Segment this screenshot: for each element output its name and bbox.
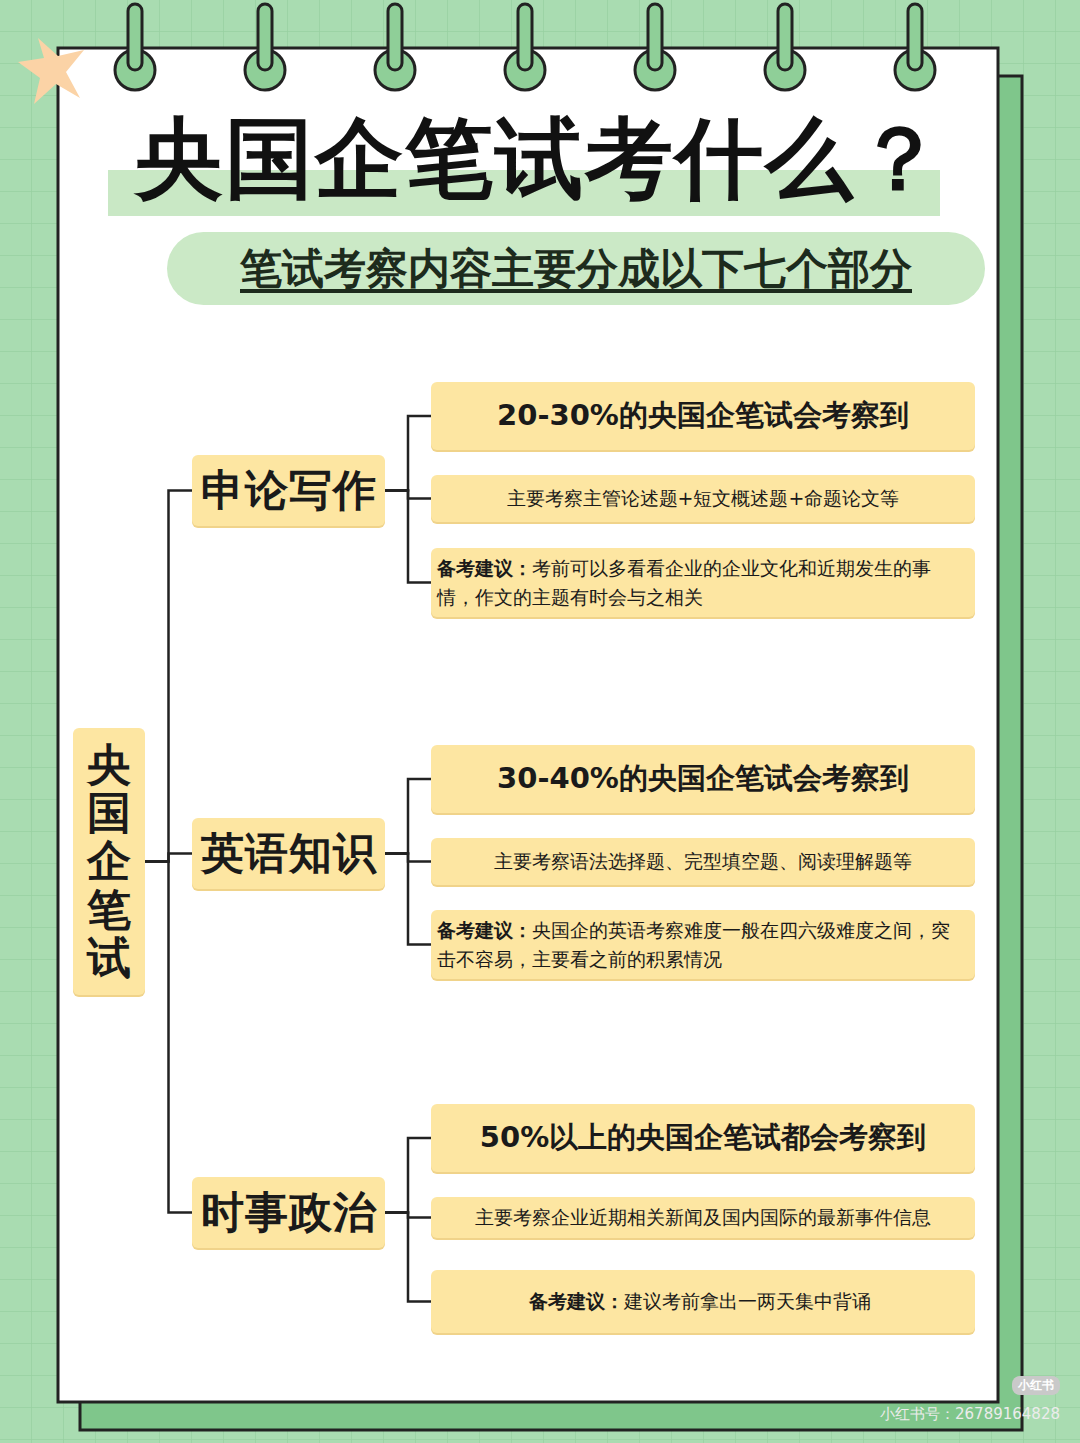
bracket-connector xyxy=(145,854,192,862)
advice-text: 备考建议：考前可以多看看企业的企业文化和近期发生的事情，作文的主题有时会与之相关 xyxy=(437,554,963,611)
adv-box: 备考建议：建议考前拿出一两天集中背诵 xyxy=(431,1270,975,1333)
head-box: 20-30%的央国企笔试会考察到 xyxy=(431,382,975,450)
watermark-logo: 小红书 xyxy=(1012,1376,1060,1395)
bracket-connector xyxy=(145,862,192,1213)
advice-text: 备考建议：央国企的英语考察难度一般在四六级难度之间，突击不容易，主要看之前的积累… xyxy=(437,916,963,973)
bracket-connector xyxy=(385,491,431,499)
advice-text: 备考建议：建议考前拿出一两天集中背诵 xyxy=(529,1287,871,1316)
bracket-connector xyxy=(385,1138,431,1213)
page-title: 央国企笔试考什么？ xyxy=(60,100,1020,219)
adv-box: 备考建议：考前可以多看看企业的企业文化和近期发生的事情，作文的主题有时会与之相关 xyxy=(431,548,975,617)
advice-heading: 备考建议： xyxy=(529,1290,624,1312)
branch-text: 申论写作 xyxy=(201,461,377,520)
bracket-connector xyxy=(385,1213,431,1218)
bracket-connector xyxy=(385,779,431,854)
subtitle-pill: 笔试考察内容主要分成以下七个部分 xyxy=(167,232,985,305)
head-box: 50%以上的央国企笔试都会考察到 xyxy=(431,1104,975,1172)
bracket-connector xyxy=(145,491,192,862)
head-text: 20-30%的央国企笔试会考察到 xyxy=(497,396,909,436)
branch-box: 申论写作 xyxy=(192,455,385,526)
branch-box: 英语知识 xyxy=(192,818,385,889)
branch-text: 英语知识 xyxy=(201,824,377,883)
head-box: 30-40%的央国企笔试会考察到 xyxy=(431,745,975,813)
head-text: 30-40%的央国企笔试会考察到 xyxy=(497,759,909,799)
root-box: 央国企笔试 xyxy=(73,728,145,995)
advice-heading: 备考建议： xyxy=(437,557,532,579)
branch-text: 时事政治 xyxy=(201,1183,377,1242)
bracket-connector xyxy=(385,491,431,583)
detail-box: 主要考察主管论述题+短文概述题+命题论文等 xyxy=(431,475,975,522)
branch-box: 时事政治 xyxy=(192,1177,385,1248)
bracket-connector xyxy=(385,854,431,862)
watermark-id: 小红书号：26789164828 xyxy=(880,1405,1060,1424)
detail-box: 主要考察语法选择题、完型填空题、阅读理解题等 xyxy=(431,838,975,885)
head-text: 50%以上的央国企笔试都会考察到 xyxy=(480,1118,926,1158)
detail-text: 主要考察主管论述题+短文概述题+命题论文等 xyxy=(507,484,900,513)
bracket-connector xyxy=(385,854,431,945)
detail-box: 主要考察企业近期相关新闻及国内国际的最新事件信息 xyxy=(431,1197,975,1238)
bracket-connector xyxy=(385,1213,431,1302)
adv-box: 备考建议：央国企的英语考察难度一般在四六级难度之间，突击不容易，主要看之前的积累… xyxy=(431,910,975,979)
detail-text: 主要考察企业近期相关新闻及国内国际的最新事件信息 xyxy=(475,1203,931,1232)
root-text: 央国企笔试 xyxy=(87,741,131,983)
bracket-connector xyxy=(385,416,431,491)
advice-body: 建议考前拿出一两天集中背诵 xyxy=(624,1290,871,1312)
subtitle-text: 笔试考察内容主要分成以下七个部分 xyxy=(240,241,912,297)
advice-heading: 备考建议： xyxy=(437,919,532,941)
detail-text: 主要考察语法选择题、完型填空题、阅读理解题等 xyxy=(494,847,912,876)
